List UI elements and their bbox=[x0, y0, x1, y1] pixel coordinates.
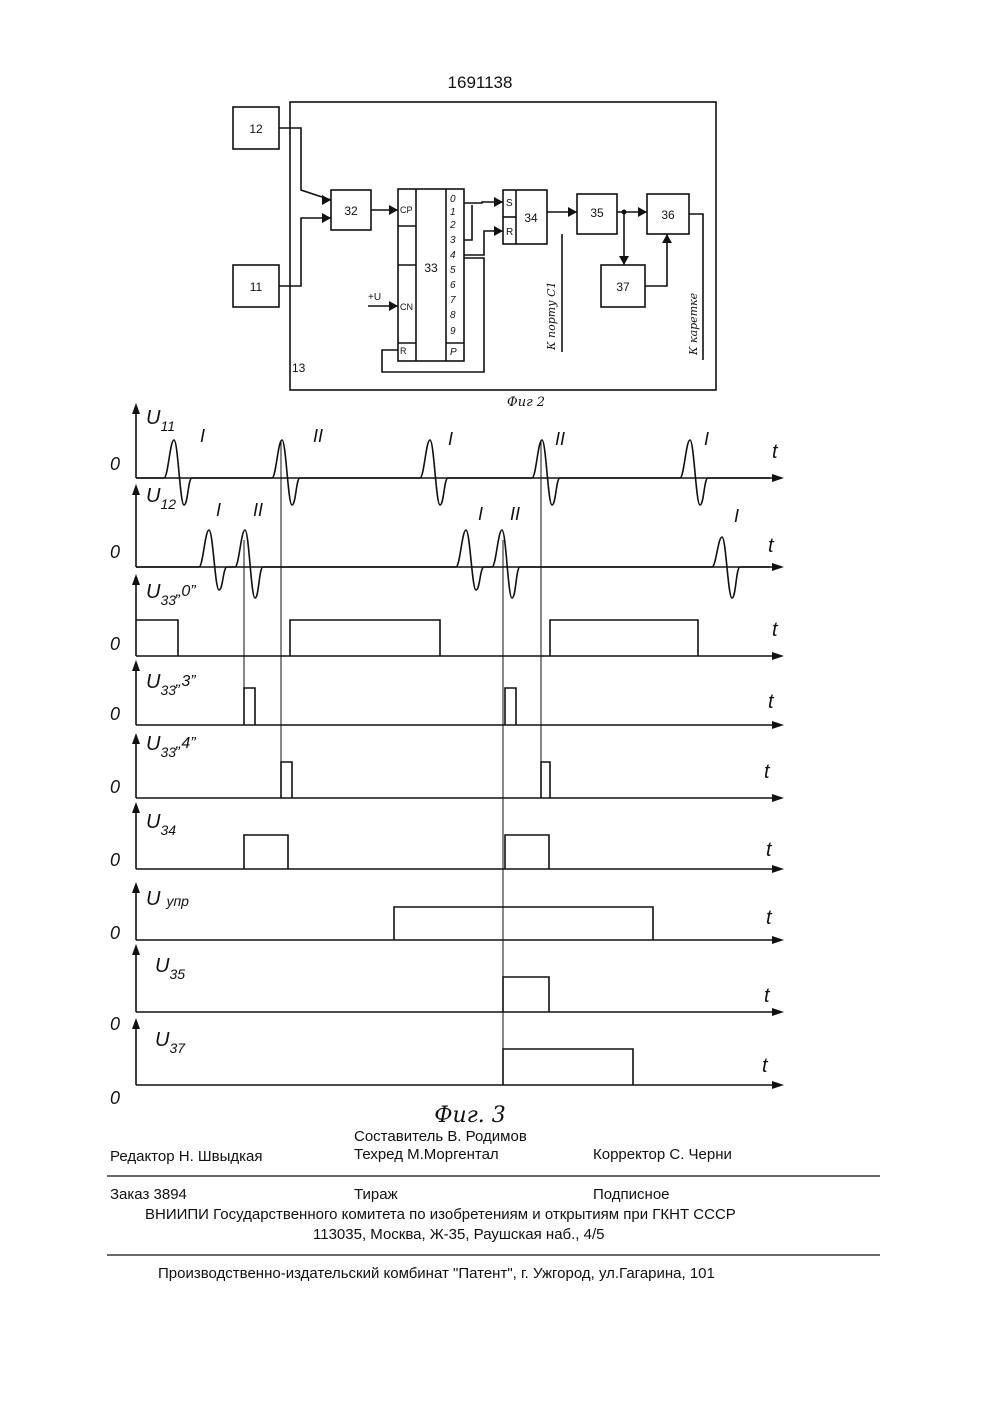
svg-text:6: 6 bbox=[450, 280, 456, 291]
svg-text:0: 0 bbox=[450, 194, 456, 205]
svg-text:t: t bbox=[766, 839, 773, 861]
svg-text:0: 0 bbox=[110, 634, 120, 654]
u-upr-label: Uупр bbox=[146, 888, 189, 910]
svg-text:0: 0 bbox=[110, 542, 120, 562]
svg-text:II: II bbox=[510, 504, 520, 524]
trigger-s-label: S bbox=[506, 198, 513, 209]
svg-text:8: 8 bbox=[450, 310, 456, 321]
port-c1-label: К порту С1 bbox=[545, 282, 558, 351]
svg-text:0: 0 bbox=[110, 454, 120, 474]
u12-waveform bbox=[136, 530, 770, 598]
svg-text:P: P bbox=[450, 347, 457, 358]
u35-label: U35 bbox=[155, 955, 185, 982]
svg-text:I: I bbox=[448, 429, 453, 449]
svg-text:t: t bbox=[768, 691, 775, 713]
block-36-label: 36 bbox=[661, 208, 675, 222]
svg-text:9: 9 bbox=[450, 326, 456, 337]
fig2-caption: Фиг 2 bbox=[507, 395, 545, 410]
svg-text:II: II bbox=[313, 426, 323, 446]
subscription-text: Подписное bbox=[593, 1186, 670, 1203]
u33-4-waveform bbox=[281, 762, 550, 798]
svg-text:I: I bbox=[734, 506, 739, 526]
u33-3-waveform bbox=[244, 688, 516, 725]
order-text: Заказ 3894 bbox=[110, 1186, 187, 1203]
block-37-label: 37 bbox=[616, 280, 630, 294]
u11-waveform bbox=[136, 440, 770, 505]
techred-text: Техред М.Моргентал bbox=[354, 1146, 499, 1163]
svg-text:1: 1 bbox=[450, 207, 456, 218]
fig2-labels: 12 11 32 33 34 35 36 37 13 CP CN R +U S … bbox=[249, 122, 675, 375]
svg-text:0: 0 bbox=[110, 1014, 120, 1034]
block-12-label: 12 bbox=[249, 122, 263, 136]
svg-text:II: II bbox=[253, 500, 263, 520]
block-32-label: 32 bbox=[344, 204, 358, 218]
u34-label: U34 bbox=[146, 811, 176, 838]
svg-text:0: 0 bbox=[110, 704, 120, 724]
address-text: 113035, Москва, Ж-35, Раушская наб., 4/5 bbox=[313, 1226, 605, 1243]
svg-text:t: t bbox=[772, 441, 779, 463]
u33-3-label: U33„3” bbox=[146, 671, 196, 698]
u35-waveform bbox=[503, 977, 549, 1012]
fig2-block-diagram bbox=[233, 102, 716, 390]
svg-text:2: 2 bbox=[449, 220, 456, 231]
block-11-label: 11 bbox=[250, 280, 263, 294]
patent-number: 1691138 bbox=[448, 73, 513, 92]
zero-labels: 0 0 0 0 0 0 0 0 0 bbox=[110, 454, 120, 1108]
carriage-label: К каретке bbox=[687, 292, 700, 356]
svg-text:I: I bbox=[478, 504, 483, 524]
svg-text:0: 0 bbox=[110, 923, 120, 943]
trigger-r-label: R bbox=[506, 227, 513, 238]
svg-text:5: 5 bbox=[450, 265, 456, 276]
svg-text:t: t bbox=[766, 907, 773, 929]
block-13-frame bbox=[290, 102, 716, 390]
u11-label: U11 bbox=[146, 407, 175, 434]
svg-text:t: t bbox=[768, 535, 775, 557]
input-r-label: R bbox=[400, 346, 407, 356]
input-cn-label: CN bbox=[400, 302, 413, 312]
block-13-label: 13 bbox=[292, 361, 306, 375]
svg-text:t: t bbox=[762, 1055, 769, 1077]
svg-text:t: t bbox=[764, 761, 771, 783]
svg-text:t: t bbox=[772, 619, 779, 641]
svg-text:I: I bbox=[200, 426, 205, 446]
svg-text:0: 0 bbox=[110, 1088, 120, 1108]
svg-text:0: 0 bbox=[110, 777, 120, 797]
block-33-label: 33 bbox=[424, 261, 438, 275]
editor-text: Редактор Н. Швыдкая bbox=[110, 1148, 263, 1165]
input-cp-label: CP bbox=[400, 205, 413, 215]
u37-waveform bbox=[503, 1049, 633, 1085]
u-upr-waveform bbox=[394, 907, 653, 940]
svg-text:0: 0 bbox=[110, 850, 120, 870]
axis-arrows bbox=[132, 403, 784, 1089]
u37-label: U37 bbox=[155, 1029, 186, 1056]
svg-text:t: t bbox=[764, 985, 771, 1007]
axes bbox=[136, 407, 780, 1085]
institute-text: ВНИИПИ Государственного комитета по изоб… bbox=[145, 1206, 736, 1223]
compiler-text: Составитель В. Родимов bbox=[354, 1128, 527, 1145]
svg-text:3: 3 bbox=[450, 235, 456, 246]
signal-labels: U11 U12 U33„0” U33„3” U33„4” U34 Uупр U3… bbox=[146, 407, 196, 1056]
u33-0-waveform bbox=[136, 620, 698, 656]
svg-text:I: I bbox=[216, 500, 221, 520]
u33-4-label: U33„4” bbox=[146, 733, 196, 760]
circulation-text: Тираж bbox=[354, 1186, 398, 1203]
svg-text:7: 7 bbox=[450, 295, 456, 306]
publisher-text: Производственно-издательский комбинат "П… bbox=[158, 1265, 715, 1282]
u33-0-label: U33„0” bbox=[146, 581, 196, 608]
svg-text:I: I bbox=[704, 429, 709, 449]
svg-text:4: 4 bbox=[450, 250, 456, 261]
u12-label: U12 bbox=[146, 485, 176, 512]
svg-text:II: II bbox=[555, 429, 565, 449]
fig3-caption: Фиг. 3 bbox=[434, 1103, 506, 1128]
corrector-text: Корректор С. Черни bbox=[593, 1146, 732, 1163]
fig3-timing-diagram bbox=[136, 407, 780, 1085]
t-labels: t t t t t t t t t bbox=[762, 441, 779, 1077]
block-34-label: 34 bbox=[524, 211, 538, 225]
counter-output-labels: 0 1 2 3 4 5 6 7 8 9 P bbox=[449, 194, 457, 358]
input-u-label: +U bbox=[368, 292, 381, 303]
block-35-label: 35 bbox=[590, 206, 604, 220]
